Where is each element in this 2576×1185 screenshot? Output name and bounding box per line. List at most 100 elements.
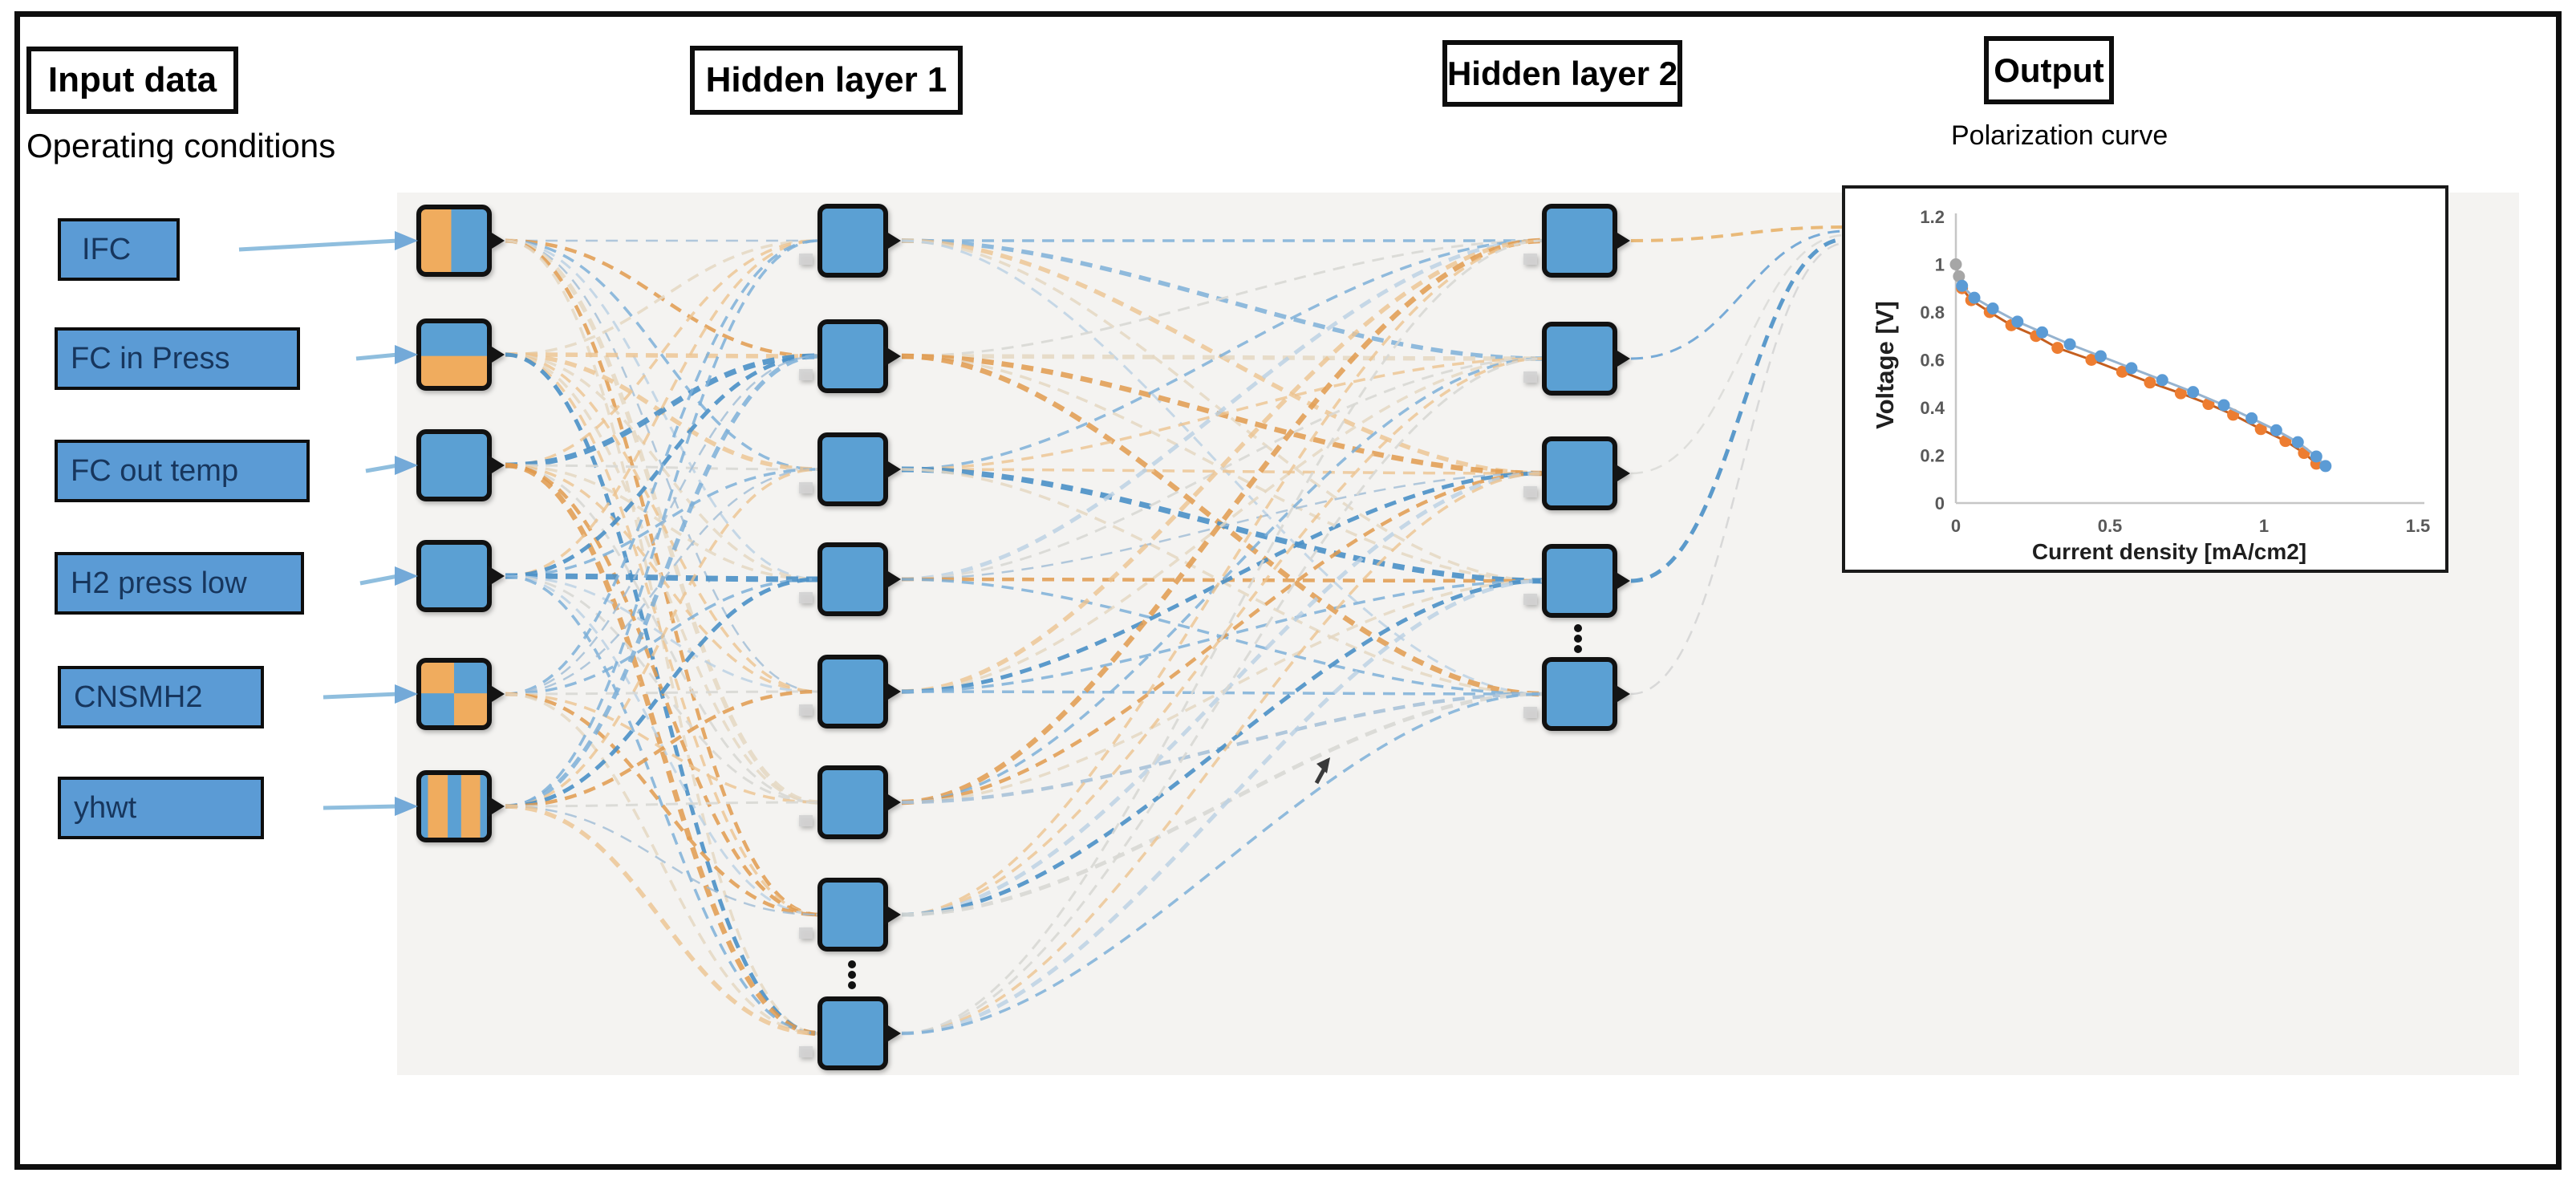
connection-curve: [901, 238, 1544, 694]
output-port-icon: [884, 792, 901, 813]
chart-x-axis-title: Current density [mA/cm2]: [2032, 539, 2306, 564]
node-hidden1-4[interactable]: [799, 655, 901, 728]
hidden2-ellipsis-icon: [1574, 624, 1582, 653]
annotation-square-icon: [799, 482, 813, 493]
node-hidden2-3[interactable]: [1523, 544, 1630, 618]
connection-curve: [505, 577, 819, 809]
chart-data-point-gray-start: [1949, 258, 1962, 270]
chart-y-tick-label: 1: [1935, 255, 1945, 275]
chart-data-point-orange: [2174, 387, 2187, 400]
input-arrow: [323, 797, 418, 816]
node-hidden1-5[interactable]: [799, 765, 901, 839]
node-pattern-checker: [419, 660, 489, 728]
node-input-5[interactable]: [416, 770, 505, 842]
connection-curve: [901, 692, 1544, 1035]
output-port-icon: [488, 455, 505, 476]
chart-data-point-blue: [2270, 424, 2282, 436]
node-input-3[interactable]: [416, 540, 505, 612]
output-port-icon: [488, 230, 505, 251]
arrowhead-icon: [395, 456, 418, 475]
chart-data-point-blue: [1968, 291, 1981, 304]
node-hidden1-3[interactable]: [799, 542, 901, 616]
connection-curve: [901, 237, 1544, 806]
output-port-icon: [884, 346, 901, 367]
chart-data-point-blue: [2291, 436, 2304, 448]
chart-data-point-blue: [1986, 302, 1999, 315]
chart-x-tick-label: 0: [1951, 516, 1961, 536]
connection-curve: [505, 354, 819, 578]
chart-y-tick-label: 0.2: [1920, 446, 1945, 466]
node-hidden2-4[interactable]: [1523, 657, 1630, 731]
chart-data-point-blue: [2156, 374, 2168, 387]
chart-data-point-blue: [2011, 315, 2024, 328]
connection-curve: [901, 578, 1544, 917]
node-input-1[interactable]: [416, 319, 505, 391]
header-input-data: Input data: [26, 47, 238, 114]
chart-y-tick-label: 0.8: [1920, 302, 1945, 323]
annotation-square-icon: [1523, 594, 1537, 605]
output-port-icon: [1613, 684, 1630, 704]
connection-curve: [505, 468, 819, 578]
node-hidden2-2[interactable]: [1523, 436, 1630, 510]
connection-curve: [1630, 225, 1847, 242]
connection-curve: [901, 238, 1544, 476]
chart-series-line-blue: [1961, 285, 2327, 467]
connection-curve: [505, 574, 819, 1035]
chart-x-tick-label: 0.5: [2098, 516, 2123, 536]
connection-curve: [505, 468, 819, 696]
connection-curve: [505, 353, 819, 469]
input-label-fc-out-temp: FC out temp: [55, 440, 310, 502]
chart-data-point-orange: [2144, 376, 2156, 389]
connection-curve: [901, 357, 1544, 581]
node-input-4[interactable]: [416, 658, 505, 730]
output-port-icon: [1613, 463, 1630, 484]
connection-curve: [901, 239, 1544, 916]
connection-curve: [901, 357, 1544, 1035]
node-hidden1-2[interactable]: [799, 432, 901, 506]
connection-curve: [901, 239, 1544, 471]
connection-curve: [505, 239, 819, 467]
connection-curve: [901, 468, 1544, 475]
header-output: Output: [1984, 36, 2114, 104]
annotation-square-icon: [799, 592, 813, 603]
arrowhead-icon: [395, 797, 418, 816]
chart-data-point-blue: [2187, 386, 2200, 399]
connection-curve: [505, 352, 819, 359]
node-input-2[interactable]: [416, 429, 505, 501]
connection-curve: [505, 353, 819, 916]
chart-data-point-blue: [2319, 460, 2332, 473]
connection-curve: [505, 353, 819, 581]
connection-curve: [901, 357, 1544, 693]
node-hidden2-0[interactable]: [1523, 204, 1630, 278]
connection-curve: [1630, 233, 1847, 475]
chart-data-point-blue: [2310, 450, 2322, 463]
connection-curve: [505, 354, 819, 809]
chart-data-point-blue: [1956, 279, 1969, 292]
output-port-icon: [884, 569, 901, 590]
chart-y-axis-title: Voltage [V]: [1871, 301, 1899, 429]
chart-data-point-gray-start: [1953, 270, 1965, 282]
node-hidden1-6[interactable]: [799, 878, 901, 952]
node-hidden1-7[interactable]: [799, 996, 901, 1070]
connection-curve: [505, 238, 819, 805]
connection-curve: [901, 239, 1544, 1035]
connection-curve: [505, 804, 819, 1036]
input-arrow: [359, 566, 418, 586]
connection-curve: [505, 801, 819, 808]
annotation-square-icon: [1523, 371, 1537, 383]
node-hidden2-1[interactable]: [1523, 322, 1630, 396]
chart-data-point-orange: [2085, 354, 2098, 366]
arrowhead-icon: [395, 566, 418, 586]
node-hidden1-1[interactable]: [799, 319, 901, 393]
chart-data-point-orange: [2254, 423, 2267, 436]
connection-curve: [901, 357, 1544, 916]
connection-curve: [505, 468, 819, 808]
connection-curve: [901, 579, 1544, 804]
mouse-cursor-icon: [1314, 757, 1330, 785]
annotation-square-icon: [799, 1046, 813, 1057]
node-hidden1-0[interactable]: [799, 204, 901, 278]
node-input-0[interactable]: [416, 205, 505, 277]
connection-curve: [901, 354, 1544, 361]
